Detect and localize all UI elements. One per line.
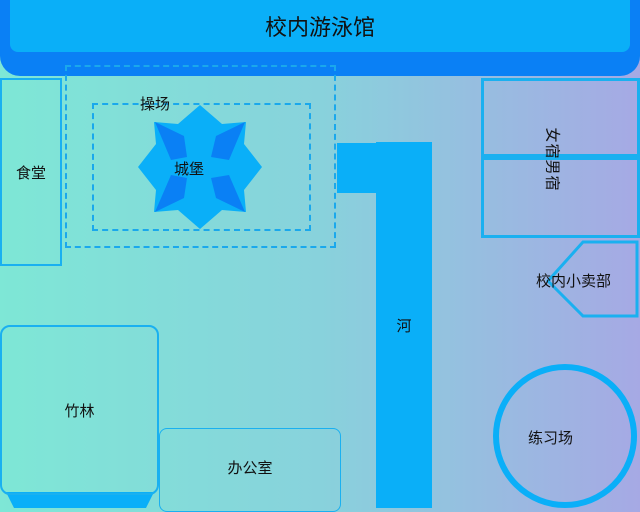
canteen-label: 食堂 bbox=[15, 163, 46, 182]
castle-label: 城堡 bbox=[174, 160, 205, 178]
river-branch bbox=[337, 143, 377, 193]
castle-tower-se bbox=[211, 175, 245, 212]
castle-tower-sw bbox=[155, 175, 187, 212]
playground-label: 操场 bbox=[140, 95, 171, 113]
shop[interactable]: 校内小卖部 bbox=[536, 272, 612, 290]
boys-dorm[interactable] bbox=[481, 157, 640, 238]
canteen[interactable]: 食堂 bbox=[0, 78, 62, 266]
practice-field-outline bbox=[493, 364, 637, 508]
bamboo-forest[interactable]: 竹林 bbox=[0, 325, 159, 495]
castle-tower-ne bbox=[211, 122, 245, 160]
girls-dorm[interactable] bbox=[481, 78, 640, 157]
swimming-pool-label: 校内游泳馆 bbox=[264, 16, 375, 41]
dorms-label: 女宿男宿 bbox=[543, 127, 562, 192]
swimming-pool[interactable]: 校内游泳馆 bbox=[10, 0, 630, 52]
office[interactable]: 办公室 bbox=[159, 428, 341, 512]
castle[interactable]: 城堡 bbox=[174, 158, 204, 179]
bamboo-base bbox=[6, 492, 154, 508]
shop-outline bbox=[545, 240, 639, 318]
bamboo-label: 竹林 bbox=[64, 401, 95, 420]
office-label: 办公室 bbox=[227, 458, 273, 477]
playground-outer-boundary bbox=[65, 65, 336, 248]
river-label: 河 bbox=[396, 316, 412, 335]
practice-field[interactable]: 练习场 bbox=[528, 429, 574, 447]
castle-tower-nw bbox=[155, 122, 187, 160]
river[interactable]: 河 bbox=[376, 142, 432, 508]
playground[interactable] bbox=[92, 103, 311, 231]
